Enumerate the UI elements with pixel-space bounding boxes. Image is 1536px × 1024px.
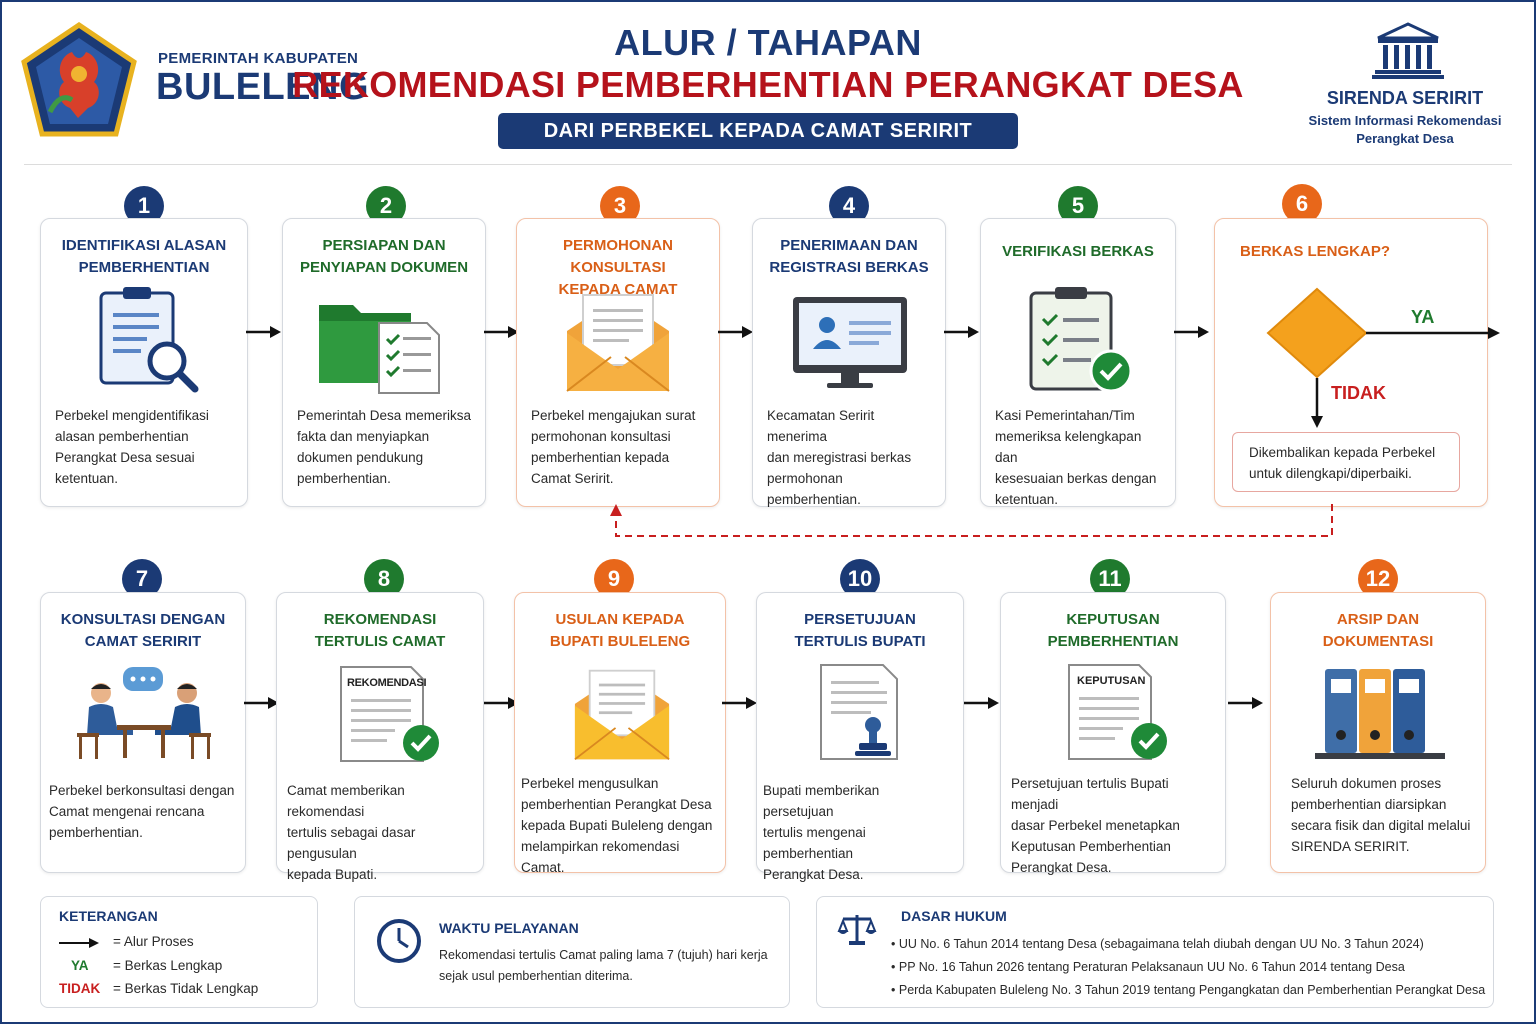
step-1-card: IDENTIFIKASI ALASAN PEMBERHENTIAN Perbek… [40, 218, 248, 507]
legend-yes-desc: = Berkas Lengkap [113, 958, 223, 973]
legend-title: KETERANGAN [59, 908, 158, 924]
step-11-card: KEPUTUSAN PEMBERHENTIAN KEPUTUSAN Perset… [1000, 592, 1226, 875]
envelope-letter-icon [574, 669, 670, 761]
step-9-title: USULAN KEPADA BUPATI BULELENG [549, 611, 691, 650]
legend-box: KETERANGAN = Alur Proses YA = Berkas Len… [40, 896, 318, 1008]
step-10-card: PERSETUJUAN TERTULIS BUPATI Bupati membe… [756, 592, 964, 882]
step-4-title: PENERIMAAN DAN REGISTRASI BERKAS [769, 237, 929, 276]
step-7-card: KONSULTASI DENGAN CAMAT SERIRIT Perbekel… [40, 592, 246, 873]
no-arrow [1311, 378, 1323, 428]
step-11-description: Persetujuan tertulis Bupati menjadi dasa… [1011, 776, 1180, 875]
step-8-card: REKOMENDASI TERTULIS CAMAT REKOMENDASI C… [276, 592, 484, 882]
decision-diamond-icon [1266, 287, 1368, 379]
legend-flow-arrow-icon [59, 938, 99, 948]
step-5-card: VERIFIKASI BERKAS Kasi Pemerintahan/Tim … [980, 218, 1176, 507]
step-7-description: Perbekel berkonsultasi dengan Camat meng… [49, 783, 235, 840]
flow-arrow [484, 697, 519, 709]
government-building-icon [1372, 22, 1444, 79]
legal-basis-box: DASAR HUKUM • UU No. 6 Tahun 2014 tentan… [816, 896, 1494, 1008]
flow-arrow [964, 697, 999, 709]
header-divider [24, 164, 1512, 165]
legend-yes-key: YA [71, 958, 89, 973]
service-time-title: WAKTU PELAYANAN [439, 920, 579, 936]
flow-arrow [1228, 697, 1263, 709]
decision-no-label: TIDAK [1331, 383, 1386, 403]
step-8-title: REKOMENDASI TERTULIS CAMAT [314, 611, 446, 650]
flow-arrow [944, 326, 979, 338]
return-note: Dikembalikan kepada Perbekel untuk dilen… [1232, 432, 1460, 492]
step-3-description: Perbekel mengajukan surat permohonan kon… [531, 408, 696, 486]
legal-basis-item: • PP No. 16 Tahun 2026 tentang Peraturan… [891, 960, 1405, 974]
legal-basis-title: DASAR HUKUM [901, 908, 1007, 924]
step-1-title: IDENTIFIKASI ALASAN PEMBERHENTIAN [61, 237, 227, 276]
step-4-card: PENERIMAAN DAN REGISTRASI BERKAS Kecamat… [752, 218, 946, 507]
step-1-description: Perbekel mengidentifikasi alasan pemberh… [55, 408, 209, 486]
flow-arrow [246, 326, 281, 338]
step-6-number: 6 [1282, 184, 1322, 224]
document-label: REKOMENDASI [347, 677, 427, 689]
step-5-title: VERIFIKASI BERKAS [1002, 243, 1154, 260]
step-10-description: Bupati memberikan persetujuan tertulis m… [763, 783, 880, 882]
decision-yes-label: YA [1411, 307, 1435, 327]
document-check-icon: KEPUTUSAN [1065, 663, 1173, 763]
flow-arrow [244, 697, 279, 709]
legend-flow-label: = Alur Proses [113, 934, 194, 949]
step-7-title: KONSULTASI DENGAN CAMAT SERIRIT [60, 611, 226, 650]
clock-icon [377, 919, 421, 963]
flow-arrow [718, 326, 753, 338]
step-10-title: PERSETUJUAN TERTULIS BUPATI [794, 611, 926, 650]
regency-name: BULELENG [156, 66, 369, 108]
document-check-icon: REKOMENDASI [339, 665, 443, 765]
page-title: ALUR / TAHAPAN [614, 22, 922, 63]
legal-basis-item: • UU No. 6 Tahun 2014 tentang Desa (seba… [891, 937, 1424, 951]
scales-of-justice-icon [837, 915, 877, 945]
clipboard-check-icon [1029, 287, 1133, 393]
flow-arrow [484, 326, 519, 338]
step-4-description: Kecamatan Seririt menerima dan meregistr… [767, 408, 912, 507]
envelope-letter-icon [566, 294, 670, 392]
service-time-box: WAKTU PELAYANAN Rekomendasi tertulis Cam… [354, 896, 790, 1008]
step-8-description: Camat memberikan rekomendasi tertulis se… [287, 783, 416, 882]
buleleng-emblem-icon [21, 22, 137, 137]
legal-basis-item: • Perda Kabupaten Buleleng No. 3 Tahun 2… [891, 983, 1486, 997]
step-9-card: USULAN KEPADA BUPATI BULELENG Perbekel m… [514, 592, 726, 875]
monitor-profile-icon [793, 297, 907, 388]
consultation-people-icon [77, 667, 211, 759]
page-title-main: REKOMENDASI PEMBERHENTIAN PERANGKAT DESA [292, 64, 1244, 105]
step-9-description: Perbekel mengusulkan pemberhentian Peran… [521, 776, 713, 875]
step-5-description: Kasi Pemerintahan/Tim memeriksa kelengka… [995, 408, 1157, 507]
flow-arrow [722, 697, 757, 709]
legend-no-key: TIDAK [59, 981, 101, 996]
folder-checklist-icon [319, 305, 440, 394]
gov-label: PEMERINTAH KABUPATEN [158, 50, 359, 67]
step-12-title: ARSIP DAN DOKUMENTASI [1322, 611, 1434, 650]
step-12-description: Seluruh dokumen proses pemberhentian dia… [1291, 776, 1471, 854]
step-2-title: PERSIAPAN DAN PENYIAPAN DOKUMEN [299, 237, 469, 276]
step-12-card: ARSIP DAN DOKUMENTASI Seluruh dokumen pr… [1270, 592, 1486, 873]
service-time-text: Rekomendasi tertulis Camat paling lama 7… [439, 948, 768, 983]
document-stamp-icon [820, 664, 898, 760]
yes-arrow [1366, 327, 1500, 339]
step-2-card: PERSIAPAN DAN PENYIAPAN DOKUMEN Pemerint… [282, 218, 486, 507]
step-2-description: Pemerintah Desa memeriksa fakta dan meny… [297, 408, 472, 486]
return-loop-arrow [610, 504, 1333, 537]
clipboard-search-icon [99, 287, 199, 393]
step-6-title: BERKAS LENGKAP? [1239, 243, 1390, 260]
page-subtitle: DARI PERBEKEL KEPADA CAMAT SERIRIT [498, 113, 1018, 149]
step-11-title: KEPUTUSAN PEMBERHENTIAN [1047, 611, 1179, 650]
step-3-card: PERMOHONAN KONSULTASI KEPADA CAMAT Perbe… [516, 218, 720, 507]
document-label: KEPUTUSAN [1077, 675, 1146, 687]
app-name: SIRENDA SERIRIT [1326, 88, 1484, 108]
archive-binders-icon [1315, 669, 1445, 759]
app-description: Sistem Informasi Rekomendasi Perangkat D… [1308, 113, 1502, 146]
flow-arrow [1174, 326, 1209, 338]
step-3-title: PERMOHONAN KONSULTASI KEPADA CAMAT [558, 237, 678, 298]
legend-no-desc: = Berkas Tidak Lengkap [113, 981, 259, 996]
